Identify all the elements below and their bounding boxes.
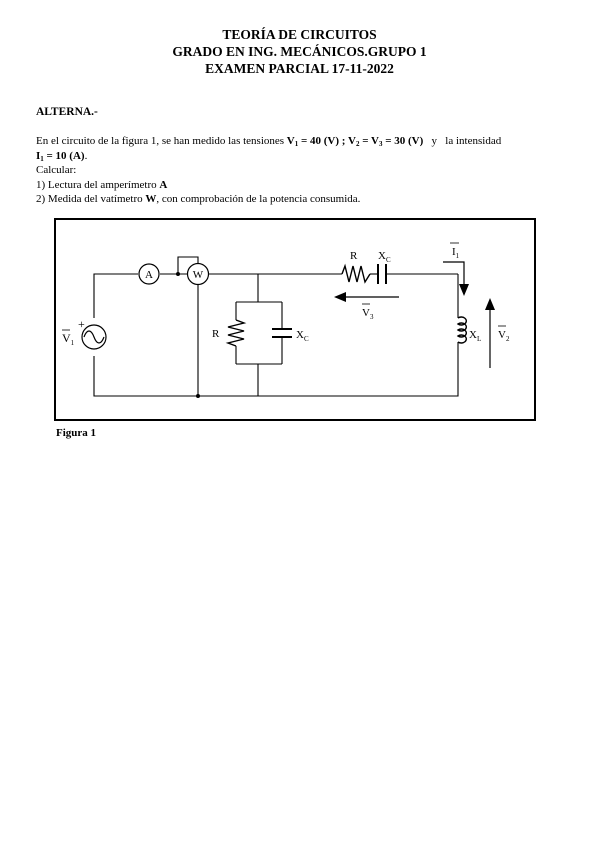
xc-series-label: XC — [378, 250, 391, 264]
v3-label: V3 — [362, 307, 374, 321]
source-voltage-label: V1 — [62, 331, 75, 347]
calc-heading: Calcular: — [36, 164, 77, 176]
source-plus-sign: + — [78, 317, 85, 331]
course-title: TEORÍA DE CIRCUITOS — [222, 27, 377, 42]
statement-paragraph: En el circuito de la figura 1, se han me… — [36, 135, 502, 163]
ac-source-icon — [81, 324, 107, 350]
problem-statement: En el circuito de la figura 1, se han me… — [36, 134, 566, 207]
exam-header: TEORÍA DE CIRCUITOS GRADO EN ING. MECÁNI… — [0, 26, 599, 77]
junction-dot — [196, 394, 200, 398]
section-title: ALTERNA.- — [36, 106, 98, 118]
inductor-icon — [456, 316, 467, 344]
wattmeter-icon — [186, 262, 210, 286]
question-1: 1) Lectura del amperímetro A — [36, 178, 168, 191]
capacitor-parallel-icon — [272, 328, 292, 338]
resistor-parallel-icon — [225, 319, 247, 347]
v1-value: V1 = 40 (V) ; V2 = V3 = 30 (V) — [286, 135, 424, 148]
figure-frame — [54, 218, 536, 421]
i1-label: I1 — [452, 246, 460, 260]
question-2: 2) Medida del vatímetro W, con comprobac… — [36, 193, 361, 205]
wattmeter-label: W — [193, 269, 204, 281]
r-series-label: R — [350, 250, 358, 262]
circuit-wires — [93, 256, 459, 397]
r-parallel-label: R — [212, 328, 220, 340]
junction-dot — [176, 272, 180, 276]
circuit-figure: + V1 A W R XC R XC V3 I1 XL — [54, 218, 536, 421]
xl-label: XL — [469, 329, 481, 343]
exam-title: EXAMEN PARCIAL 17-11-2022 — [205, 61, 394, 76]
ammeter-label: A — [145, 269, 153, 281]
figure-caption: Figura 1 — [56, 427, 97, 439]
arrow-up-icon — [485, 298, 495, 368]
xc-parallel-label: XC — [296, 329, 309, 343]
resistor-series-icon — [341, 263, 371, 284]
capacitor-series-icon — [377, 264, 387, 284]
arrow-left-icon — [334, 292, 399, 302]
i1-value: I1 = 10 (A) — [36, 149, 85, 163]
v2-label: V2 — [498, 329, 510, 343]
arrow-down-icon — [443, 261, 469, 296]
ammeter-icon — [138, 263, 160, 285]
degree-title: GRADO EN ING. MECÁNICOS.GRUPO 1 — [172, 44, 427, 59]
